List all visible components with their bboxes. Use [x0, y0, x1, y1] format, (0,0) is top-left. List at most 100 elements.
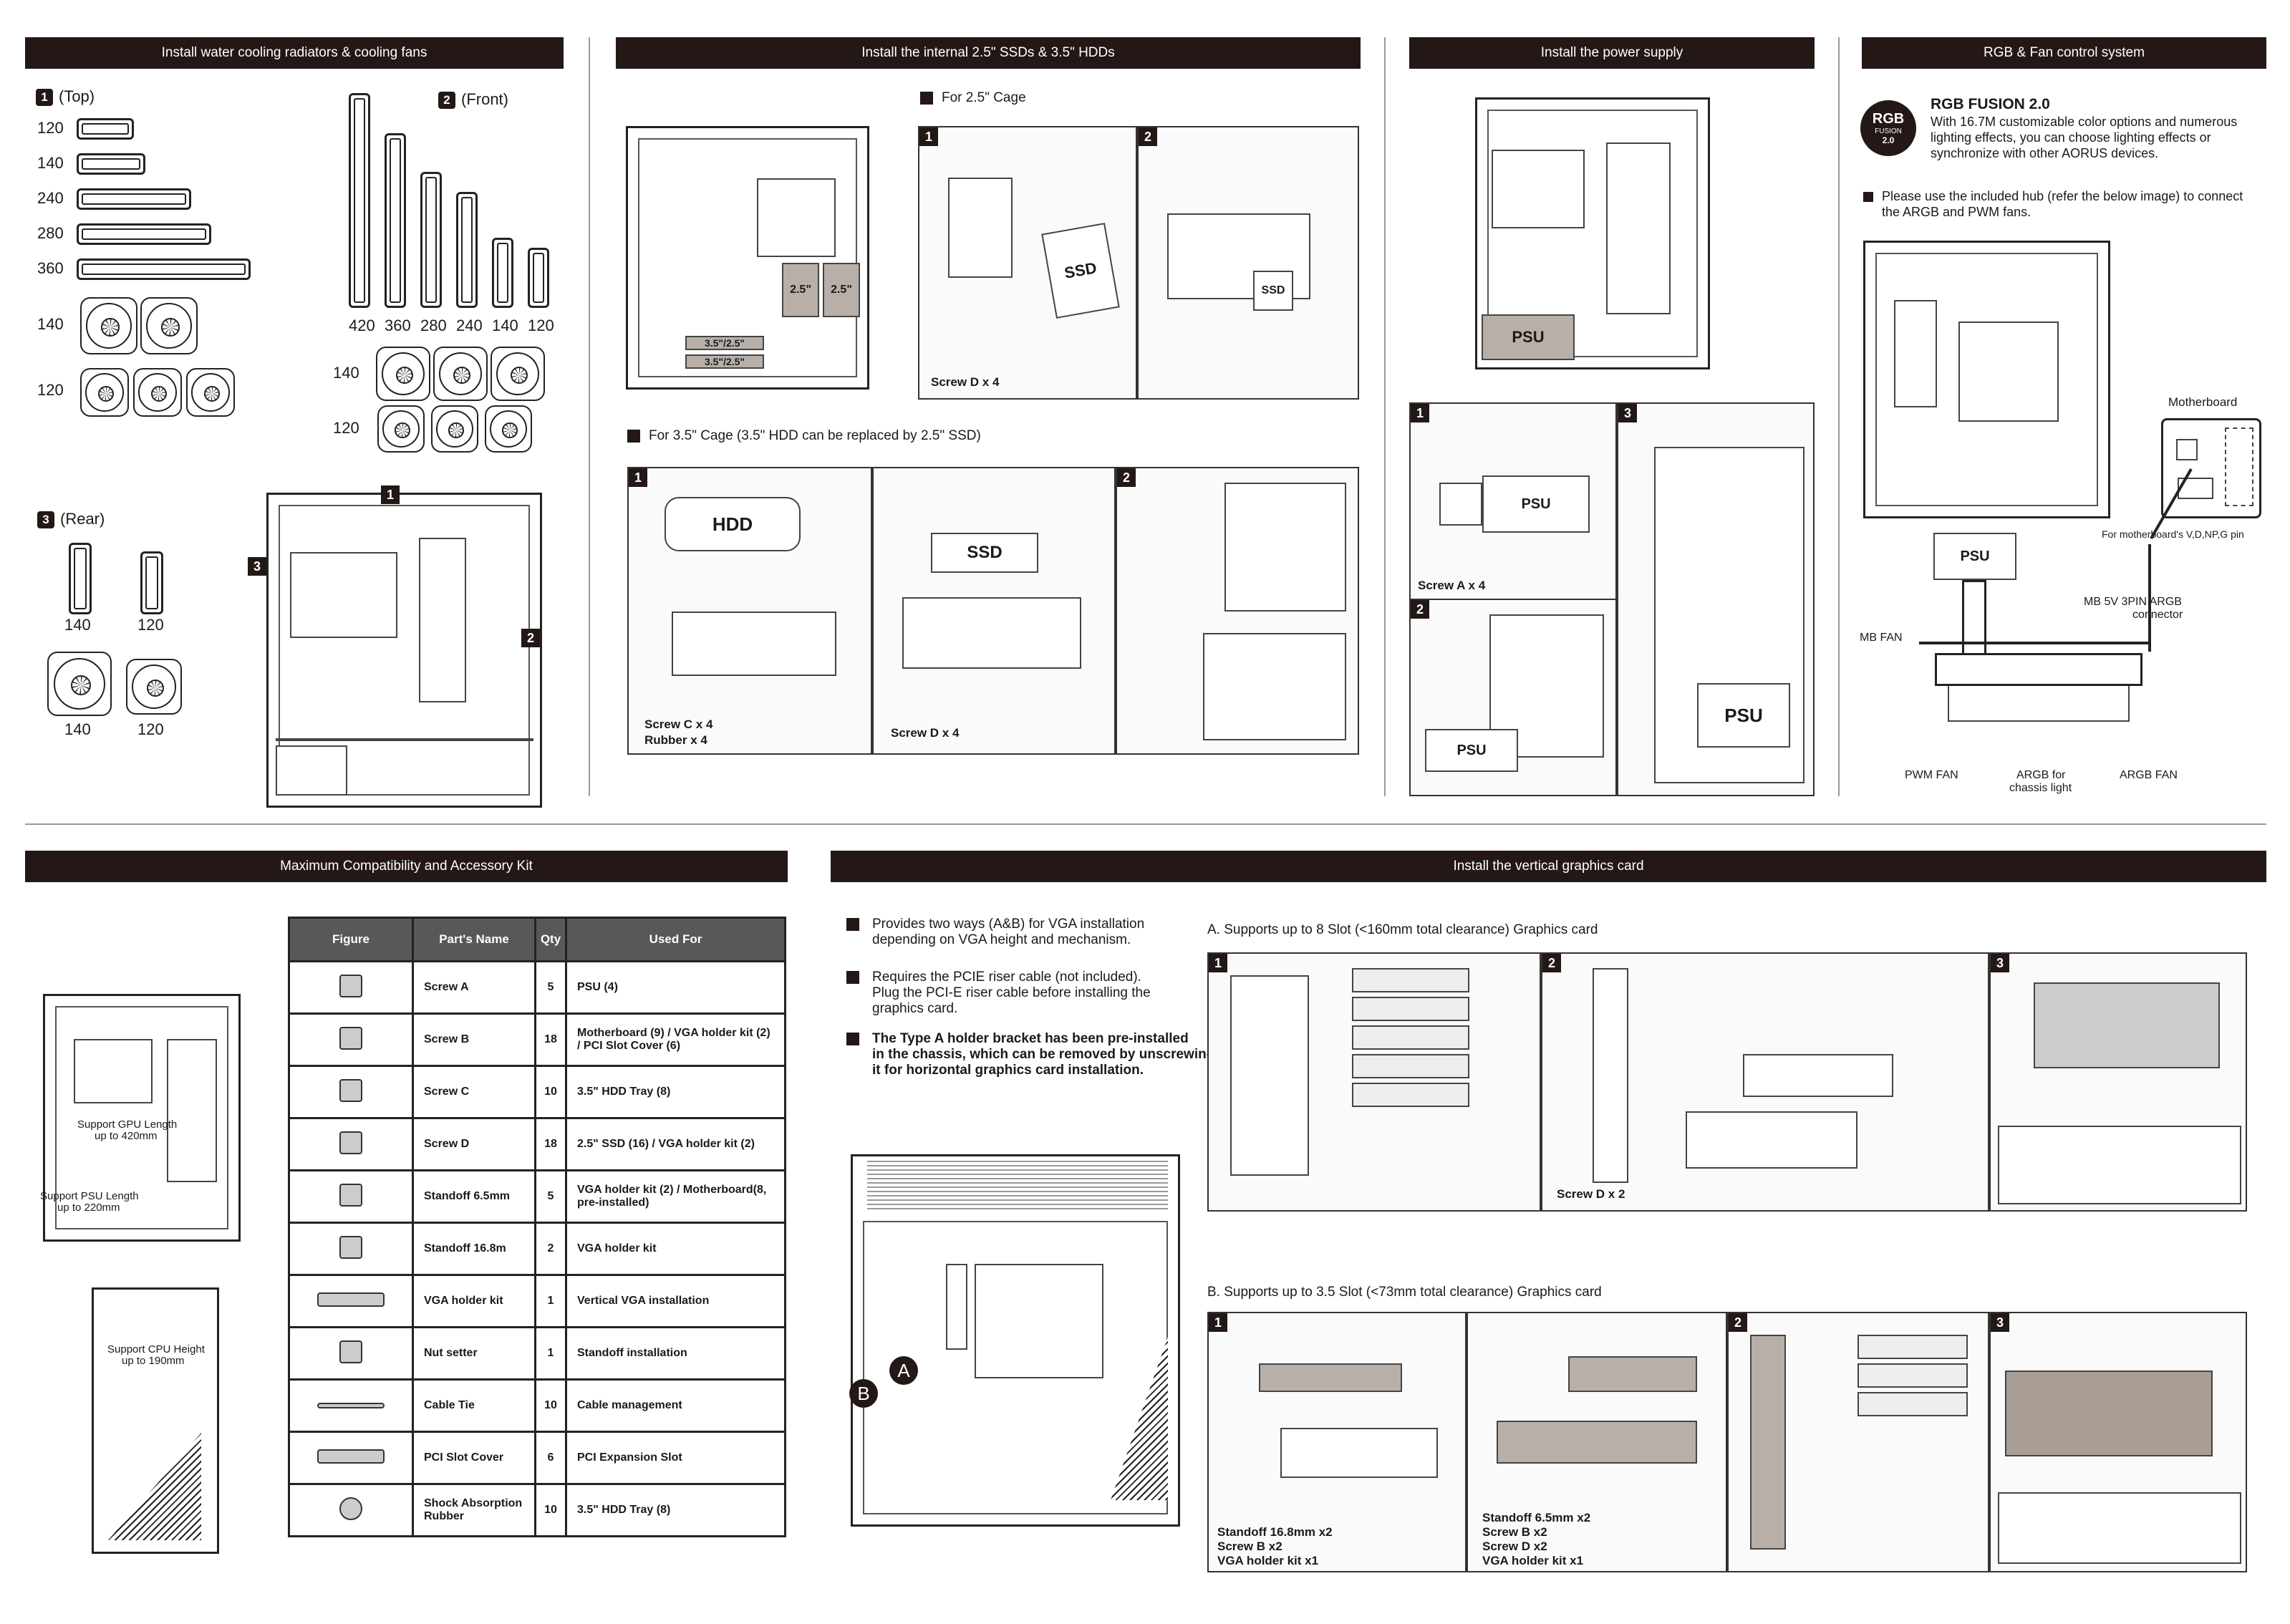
- fan-icon: [47, 652, 112, 716]
- cage25-label: For 2.5" Cage: [920, 90, 1026, 106]
- panel-1: 1 SSD Screw D x 4: [918, 126, 1137, 400]
- ssd-label: SSD: [1253, 271, 1293, 311]
- col-header: Used For: [565, 917, 786, 962]
- rgb-note: the ARGB and PWM fans.: [1882, 205, 2031, 219]
- rubber-icon: [339, 1497, 362, 1520]
- drive-slot-label: 2.5": [823, 263, 860, 317]
- screw-label: Screw D x 4: [891, 726, 960, 740]
- drive-slot-label: 3.5"/2.5": [685, 354, 764, 369]
- part-qty: 18: [534, 1012, 567, 1067]
- section-header-cooling: Install water cooling radiators & coolin…: [25, 37, 564, 69]
- rear-heading: 3(Rear): [37, 510, 105, 529]
- rgb-fusion-logo: RGB FUSION 2.0: [1860, 100, 1916, 156]
- part-qty: 5: [534, 960, 567, 1015]
- part-qty: 10: [534, 1378, 567, 1433]
- screw-label: Standoff 6.5mm x2: [1482, 1511, 1591, 1524]
- section-header-psu: Install the power supply: [1409, 37, 1815, 69]
- hub-line: [1919, 642, 2148, 644]
- fan-icon: [491, 347, 545, 401]
- radiator-icon: [385, 133, 406, 308]
- case-diagram: PSU: [1475, 97, 1710, 369]
- radiator-icon: [349, 93, 370, 308]
- pwm-fan-label: PWM FAN: [1905, 769, 1958, 781]
- part-name: Screw A: [412, 960, 536, 1015]
- radiator-icon: [492, 238, 513, 308]
- gpu-length-label: Support GPU Length: [77, 1118, 178, 1131]
- drive-slot-label: 3.5"/2.5": [685, 336, 764, 350]
- part-qty: 1: [534, 1326, 567, 1381]
- hub-ports: [1948, 686, 2130, 722]
- figure-cell: [288, 1431, 414, 1485]
- case-diagram: [1863, 241, 2110, 518]
- top-size-label: 140: [37, 154, 64, 172]
- front-size-label: 140: [492, 316, 518, 334]
- section-header-rgb: RGB & Fan control system: [1862, 37, 2266, 69]
- vga-a-panel-3: 3: [1989, 952, 2247, 1212]
- part-use: PSU (4): [565, 960, 786, 1015]
- connector-label: connector: [2132, 609, 2183, 621]
- case-marker: 2: [521, 629, 540, 647]
- drive-slot-label: 2.5": [782, 263, 819, 317]
- rear-size-label: 120: [137, 616, 164, 634]
- top-size-label: 240: [37, 189, 64, 207]
- part-name: Screw B: [412, 1012, 536, 1067]
- panel-1b: SSD Screw D x 4: [872, 467, 1116, 755]
- panel-2: 2 SSD: [1137, 126, 1359, 400]
- divider: [589, 37, 590, 796]
- vga-b-panel-3: 3: [1989, 1312, 2247, 1572]
- motherboard-icon: [2161, 418, 2261, 518]
- case-diagram: [43, 994, 241, 1242]
- gpu-length-value: up to 420mm: [95, 1130, 158, 1142]
- radiator-icon: [77, 118, 134, 140]
- part-use: Cable management: [565, 1378, 786, 1433]
- radiator-icon: [69, 543, 92, 614]
- front-fan-size-label: 120: [333, 419, 359, 437]
- mb-5v-label: MB 5V 3PIN ARGB: [2084, 596, 2182, 608]
- part-qty: 1: [534, 1274, 567, 1328]
- col-header: Qty: [534, 917, 567, 962]
- part-use: 3.5" HDD Tray (8): [565, 1065, 786, 1119]
- radiator-icon: [77, 223, 211, 245]
- front-heading: 2(Front): [438, 90, 508, 110]
- rear-fan-size-label: 120: [137, 720, 164, 738]
- section-header-vga: Install the vertical graphics card: [831, 851, 2266, 882]
- part-qty: 6: [534, 1431, 567, 1485]
- case-diagram: 2.5" 2.5" 3.5"/2.5" 3.5"/2.5": [626, 126, 869, 390]
- radiator-icon: [528, 248, 549, 308]
- psu-label: PSU: [1933, 533, 2016, 580]
- cage35-label: For 3.5" Cage (3.5" HDD can be replaced …: [627, 428, 981, 444]
- pci-slot-cover-icon: [317, 1449, 385, 1464]
- part-qty: 2: [534, 1222, 567, 1276]
- section-header-compat: Maximum Compatibility and Accessory Kit: [25, 851, 788, 882]
- panel-1: 1 HDD Screw C x 4 Rubber x 4: [627, 467, 872, 755]
- figure-cell: [288, 1169, 414, 1224]
- cable-tie-icon: [317, 1403, 385, 1408]
- part-name: VGA holder kit: [412, 1274, 536, 1328]
- part-name: Cable Tie: [412, 1378, 536, 1433]
- fan-icon: [431, 405, 478, 453]
- front-size-label: 280: [420, 316, 447, 334]
- psu-length-label: Support PSU Length: [40, 1190, 139, 1202]
- top-fan-size-label: 120: [37, 381, 64, 399]
- case-side-diagram: [92, 1287, 219, 1554]
- divider: [25, 823, 2266, 825]
- screw-b-icon: [339, 1026, 362, 1050]
- cpu-height-label: Support CPU Height: [107, 1343, 205, 1355]
- col-header: Part's Name: [412, 917, 536, 962]
- mb-fan-label: MB FAN: [1860, 632, 1903, 644]
- divider: [1384, 37, 1386, 796]
- motherboard-label: Motherboard: [2168, 395, 2238, 409]
- screw-label: Screw D x 2: [1557, 1187, 1625, 1201]
- case-marker: 1: [381, 485, 400, 504]
- fan-icon: [377, 405, 425, 453]
- fan-icon: [433, 347, 488, 401]
- chassis-light-label: chassis light: [2009, 782, 2072, 794]
- figure-cell: [288, 1326, 414, 1381]
- argb-cable: [2148, 544, 2151, 652]
